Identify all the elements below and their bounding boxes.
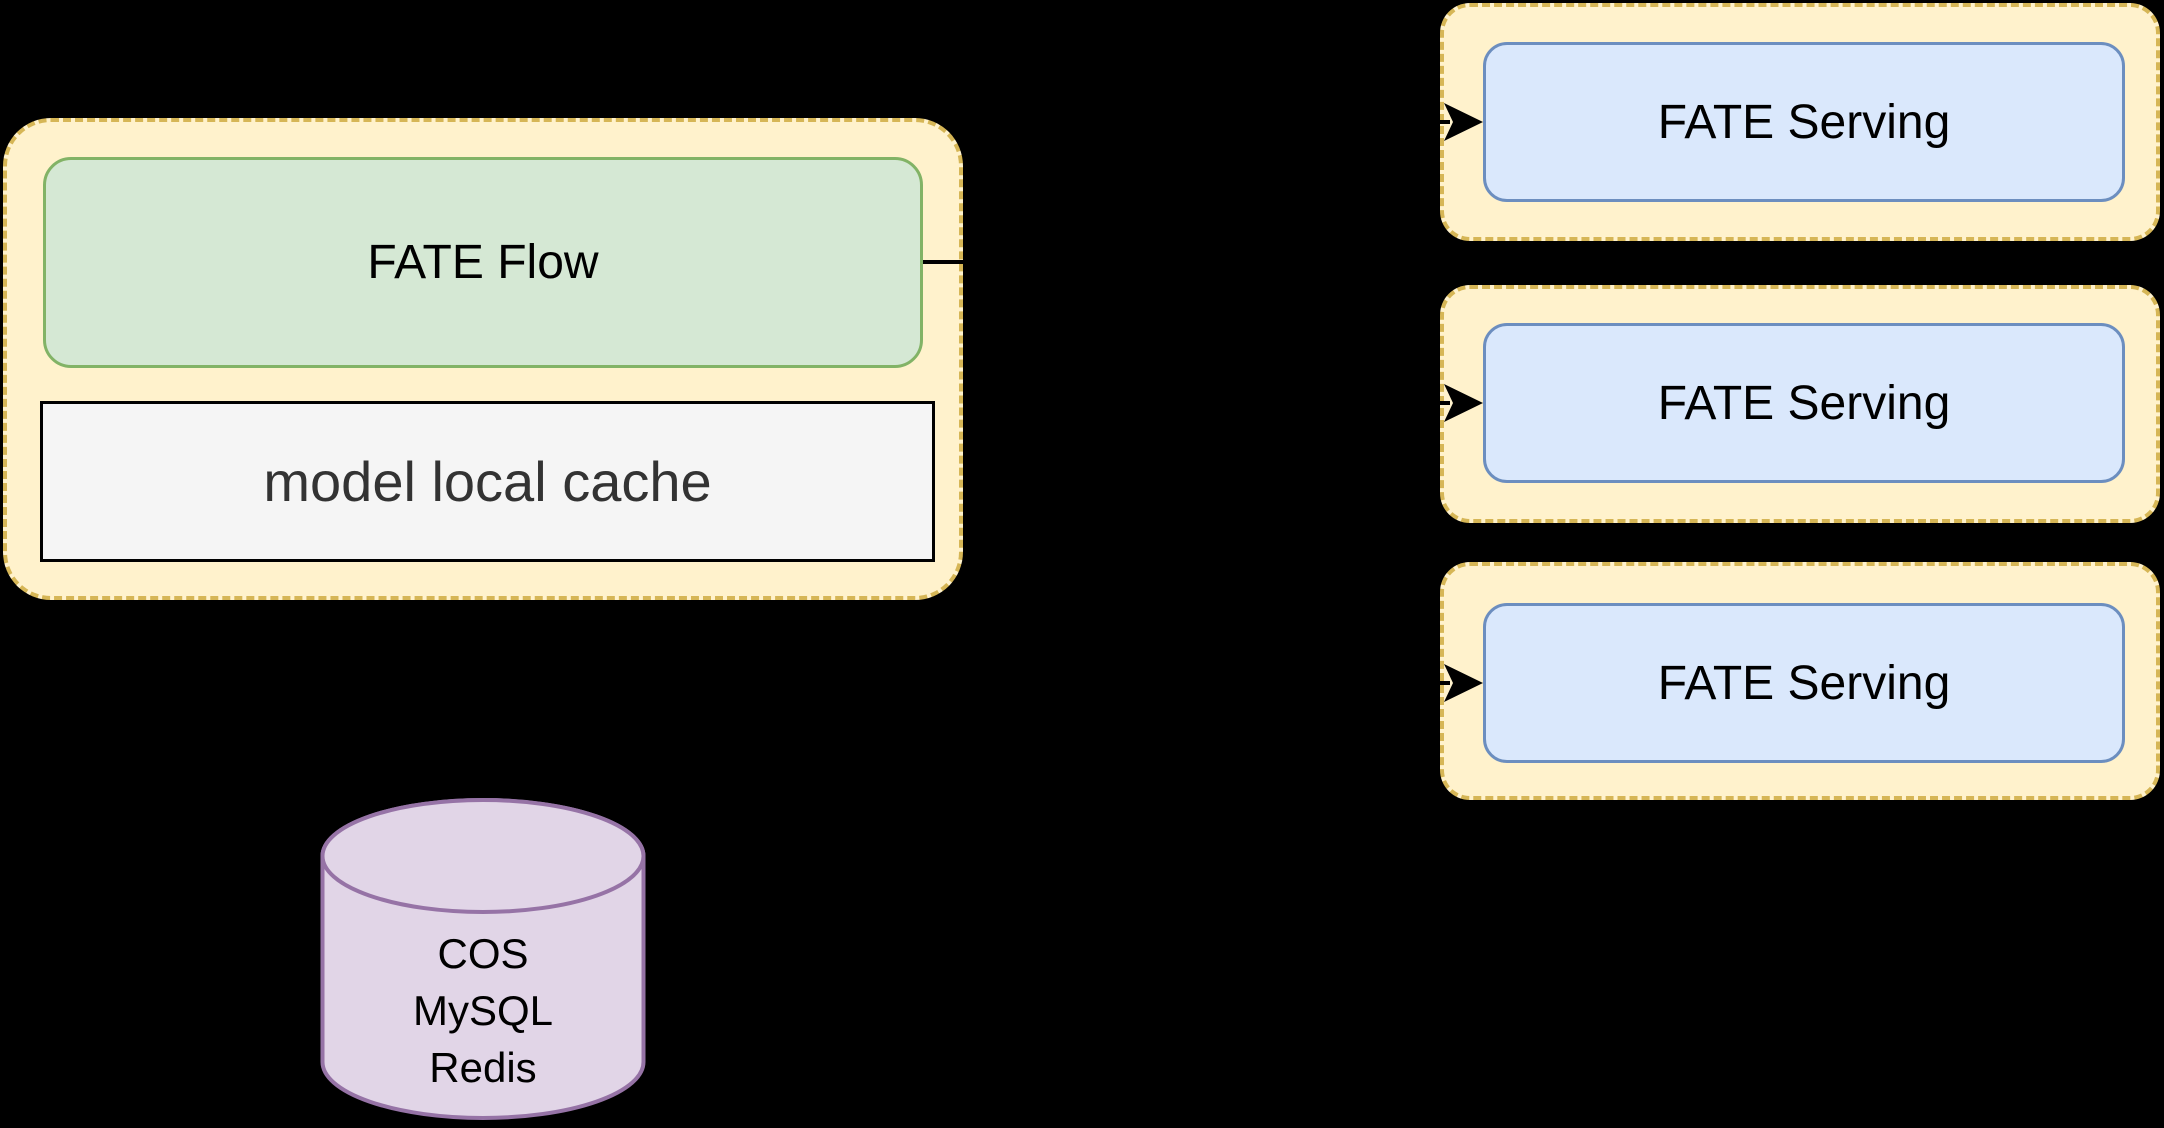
fate-flow-label: FATE Flow xyxy=(367,236,599,289)
fate-serving-node-3: FATE Serving xyxy=(1483,603,2125,763)
model-local-cache-label: model local cache xyxy=(263,450,712,513)
fate-serving-node-2: FATE Serving xyxy=(1483,323,2125,483)
database-line-cos: COS xyxy=(437,930,529,977)
fate-serving-label-1: FATE Serving xyxy=(1657,95,1951,149)
fate-flow-node: FATE Flow xyxy=(43,157,923,368)
fate-serving-node-1: FATE Serving xyxy=(1483,42,2125,202)
fate-serving-label-3: FATE Serving xyxy=(1657,656,1951,710)
database-node-label: COS MySQL Redis xyxy=(318,925,648,1096)
database-line-redis: Redis xyxy=(429,1044,537,1091)
database-line-mysql: MySQL xyxy=(412,987,554,1034)
model-local-cache-node: model local cache xyxy=(40,401,935,562)
fate-serving-label-2: FATE Serving xyxy=(1657,376,1951,430)
database-cylinder-icon xyxy=(320,798,646,1120)
